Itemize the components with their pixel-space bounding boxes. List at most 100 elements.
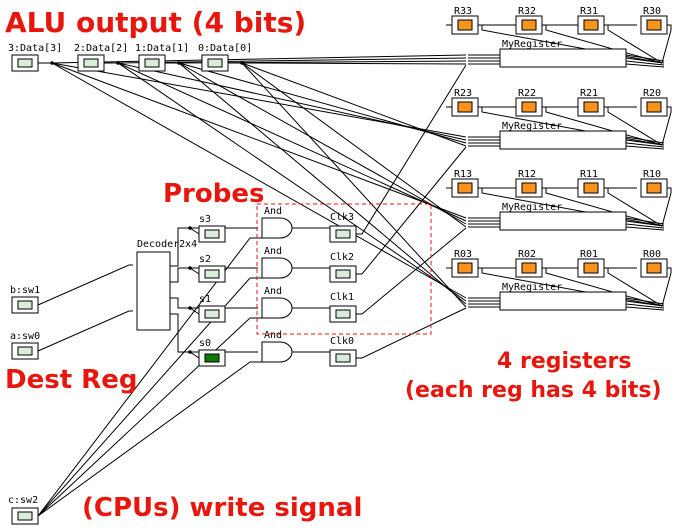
register-output-wire [625, 142, 665, 148]
and-gate: And [261, 286, 293, 319]
write-signal-wire [37, 237, 262, 517]
register-bit-led: R22 [515, 88, 543, 117]
register-label: MyRegister [502, 39, 562, 50]
alu-data-label: 1:Data[1] [135, 43, 189, 54]
clock-wire [356, 307, 467, 359]
alu-data-label: 2:Data[2] [74, 43, 128, 54]
led-lamp [646, 262, 662, 274]
and-gate-label: And [264, 246, 282, 257]
dest-input-pin[interactable] [11, 342, 39, 360]
clock-output[interactable] [329, 305, 357, 323]
led-output-wire [661, 187, 672, 227]
register-bit-led: R33 [451, 6, 479, 35]
led-label: R10 [643, 169, 661, 180]
register-bit-led: R01 [577, 249, 605, 278]
led-lamp [457, 19, 473, 31]
register-label: MyRegister [502, 282, 562, 293]
led-label: R32 [518, 6, 536, 17]
alu-data-pin[interactable] [77, 54, 105, 72]
alu-data-pin[interactable] [11, 54, 39, 72]
led-lamp [646, 19, 662, 31]
register-output-wire [625, 145, 665, 150]
register-bit-led: R00 [640, 249, 668, 278]
probe[interactable] [198, 349, 226, 367]
and-gate-label: And [264, 206, 282, 217]
register-output-wire [625, 57, 665, 64]
alu-data-pin-value [207, 58, 223, 68]
dest-input-label: a:sw0 [10, 331, 40, 342]
write-signal-wire [37, 361, 262, 517]
probe-wire [189, 351, 200, 359]
and-gate-body [261, 257, 293, 279]
register-output-wire [625, 297, 665, 305]
led-lamp [583, 262, 599, 274]
data-bus-wire [241, 62, 467, 147]
register-3: MyRegister R03 R02 R01 R00 [451, 249, 668, 311]
clock-output-value [335, 309, 351, 319]
register-bit-led: R13 [451, 169, 479, 198]
dest-wire [37, 264, 133, 306]
led-label: R20 [643, 88, 661, 99]
decoder-body [136, 251, 171, 331]
data-bus-wire [241, 62, 467, 65]
register-body [499, 48, 627, 68]
clock-label: Clk0 [330, 336, 354, 347]
alu-data-pin-value [17, 58, 33, 68]
components-layer: 3:Data[3]2:Data[2]1:Data[1]0:Data[0]MyRe… [8, 6, 668, 525]
and-gate-body [261, 341, 293, 363]
register-label: MyRegister [502, 202, 562, 213]
led-lamp [583, 101, 599, 113]
alu-data-pin-value [83, 58, 99, 68]
probe[interactable] [198, 265, 226, 283]
annotation-write-signal: (CPUs) write signal [82, 493, 362, 523]
data-bus-wire [117, 62, 467, 302]
register-output-wire [625, 220, 665, 227]
led-label: R22 [518, 88, 536, 99]
and-gate: And [261, 206, 293, 239]
register-body [499, 211, 627, 231]
probe[interactable] [198, 305, 226, 323]
write-signal-pin[interactable] [11, 507, 39, 525]
clock-output[interactable] [329, 349, 357, 367]
led-label: R00 [643, 249, 661, 260]
led-label: R13 [454, 169, 472, 180]
register-label: MyRegister [502, 121, 562, 132]
probe[interactable] [198, 225, 226, 243]
led-lamp [583, 19, 599, 31]
led-lamp [646, 182, 662, 194]
alu-data-label: 3:Data[3] [8, 43, 62, 54]
data-bus-wire [51, 62, 467, 299]
led-lamp [457, 101, 473, 113]
register-bit-led: R31 [577, 6, 605, 35]
register-output-wire [625, 217, 665, 225]
clock-output[interactable] [329, 265, 357, 283]
data-bus-wire [117, 62, 467, 222]
register-bit-led: R11 [577, 169, 605, 198]
register-bit-led: R03 [451, 249, 479, 278]
and-gate: And [261, 246, 293, 279]
alu-data-pin[interactable] [138, 54, 166, 72]
and-gate-body [261, 297, 293, 319]
led-output-wire [661, 106, 672, 146]
led-lamp [521, 19, 537, 31]
probe-value [204, 353, 220, 363]
and-gate: And [261, 330, 293, 363]
register-bit-led: R10 [640, 169, 668, 198]
data-bus-wire [241, 62, 467, 228]
led-lamp [521, 182, 537, 194]
alu-data-pin[interactable] [201, 54, 229, 72]
probe-wire [189, 227, 200, 235]
probe-label: s1 [199, 294, 211, 305]
led-lamp [583, 182, 599, 194]
clock-output-value [335, 229, 351, 239]
led-label: R23 [454, 88, 472, 99]
dest-input-pin[interactable] [11, 296, 39, 314]
register-bit-led: R02 [515, 249, 543, 278]
dest-input-pin-value [17, 346, 33, 356]
led-lamp [457, 182, 473, 194]
clock-output-value [335, 353, 351, 363]
clock-output[interactable] [329, 225, 357, 243]
